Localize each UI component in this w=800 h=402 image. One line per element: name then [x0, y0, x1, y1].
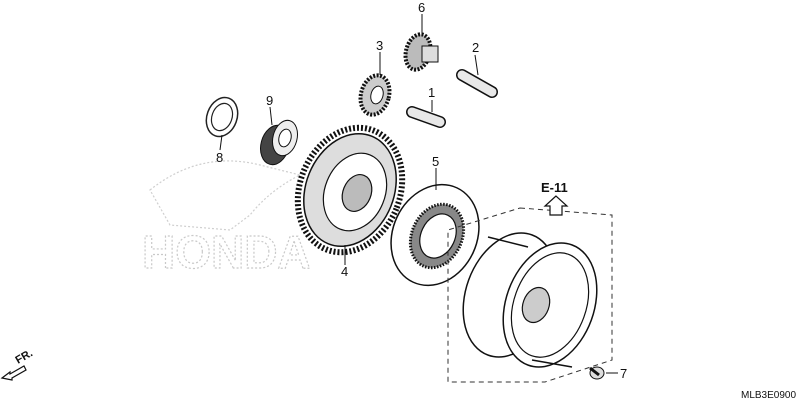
- callout-3: 3: [376, 38, 383, 53]
- direction-indicator: FR.: [0, 347, 35, 381]
- leader-lines: [219, 14, 618, 374]
- direction-label: FR.: [14, 347, 35, 366]
- callout-5: 5: [432, 154, 439, 169]
- callout-6: 6: [418, 0, 425, 15]
- starter-clutch-outer: [462, 232, 598, 368]
- front-arrow-icon: [0, 365, 27, 381]
- callout-2: 2: [472, 40, 479, 55]
- callout-9: 9: [266, 93, 273, 108]
- watermark-text: HONDA: [142, 226, 311, 278]
- up-arrow-icon: [543, 195, 569, 216]
- part-4-starter-driven-gear: [294, 124, 406, 256]
- part-9-needle-bearing: [260, 119, 298, 166]
- callouts: 1 2 3 4 5 6 7 8 9: [216, 0, 627, 381]
- assembly-outline: [447, 207, 613, 383]
- reference-e11: E-11: [541, 180, 569, 216]
- part-1-shaft: [406, 106, 446, 128]
- reference-label: E-11: [541, 180, 568, 195]
- part-2-shaft: [456, 69, 498, 98]
- callout-4: 4: [341, 264, 348, 279]
- callout-7: 7: [620, 366, 627, 381]
- callout-8: 8: [216, 150, 223, 165]
- part-6-reduction-gear: [403, 32, 439, 72]
- part-3-idle-gear: [358, 73, 392, 117]
- part-7-bolt: [589, 366, 605, 380]
- callout-1: 1: [428, 85, 435, 100]
- part-8-washer: [205, 96, 239, 138]
- honda-watermark: HONDA: [141, 160, 311, 279]
- honda-wing-logo: [149, 160, 302, 231]
- diagram-code: MLB3E0900: [741, 390, 796, 401]
- part-5-one-way-clutch: [390, 183, 480, 287]
